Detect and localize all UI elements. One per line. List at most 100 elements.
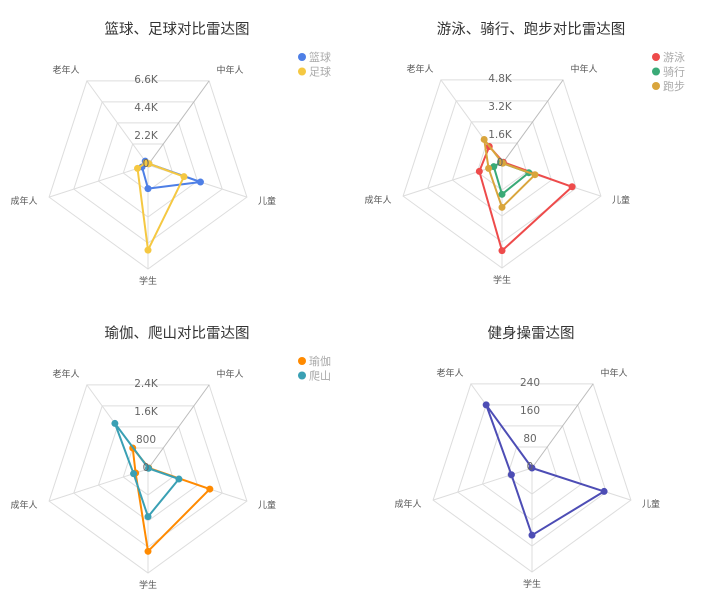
data-point[interactable] [144, 547, 152, 555]
tick-label: 160 [520, 405, 540, 417]
indicator-label: 儿童 [642, 498, 660, 510]
legend-marker [652, 67, 660, 76]
legend-item[interactable]: 跑步 [652, 79, 685, 93]
data-point[interactable] [499, 159, 507, 167]
data-point[interactable] [485, 164, 493, 172]
tick-label: 2.4K [134, 378, 159, 390]
indicator-label: 中年人 [216, 368, 243, 380]
data-point[interactable] [475, 167, 483, 175]
legend-item[interactable]: 爬山 [298, 370, 331, 383]
data-point[interactable] [142, 158, 150, 166]
legend-item[interactable]: 游泳 [652, 50, 685, 64]
series-line [113, 422, 180, 518]
tick-label: 0 [527, 461, 534, 473]
data-point[interactable] [180, 173, 188, 181]
indicator-label: 老年人 [436, 367, 463, 379]
tick-label: 4.4K [134, 102, 159, 114]
data-point[interactable] [134, 164, 142, 172]
grid-ring [48, 80, 248, 270]
tick-label: 1.6K [134, 406, 159, 418]
tick-labels: 02.2K4.4K6.6K [134, 74, 159, 170]
legend-label: 篮球 [309, 50, 331, 64]
grid-ring [476, 142, 528, 191]
tick-label: 0 [143, 462, 150, 474]
legend-marker [298, 371, 306, 380]
data-point[interactable] [528, 531, 536, 539]
data-point[interactable] [144, 185, 152, 193]
indicator-label: 学生 [493, 274, 511, 286]
indicator-label: 成年人 [394, 498, 421, 510]
legend-item[interactable]: 篮球 [298, 50, 331, 64]
data-point[interactable] [130, 470, 138, 478]
chart-title: 瑜伽、爬山对比雷达图 [105, 325, 250, 342]
axis-line [48, 164, 149, 198]
data-point[interactable] [482, 401, 490, 409]
grid-ring [73, 405, 223, 548]
data-point[interactable] [144, 513, 152, 521]
indicator-label: 老年人 [52, 64, 79, 76]
tick-label: 0 [497, 157, 504, 169]
legend-item[interactable]: 瑜伽 [298, 354, 331, 368]
tick-label: 3.2K [488, 101, 513, 113]
data-point[interactable] [206, 485, 214, 493]
legend-marker [298, 67, 306, 76]
series-series [482, 401, 608, 539]
indicator-label: 学生 [523, 578, 541, 590]
grid-ring [427, 100, 577, 243]
legend-label: 跑步 [663, 79, 685, 93]
legend-marker [652, 82, 660, 90]
chart-title: 健身操雷达图 [488, 325, 575, 342]
axis-line [86, 80, 149, 166]
data-point[interactable] [600, 487, 608, 495]
indicator-label: 学生 [139, 579, 157, 591]
radar-chart-2: 游泳、骑行、跑步对比雷达图中年人儿童学生成年人老年人游泳骑行跑步01.6K3.2… [364, 21, 685, 286]
indicator-label: 成年人 [364, 194, 391, 206]
indicator-label: 学生 [139, 275, 157, 287]
grid-ring [432, 383, 632, 573]
series-爬山 [111, 419, 183, 521]
legend-marker [298, 53, 306, 61]
tick-labels: 01.6K3.2K4.8K [488, 73, 513, 169]
data-point[interactable] [144, 246, 152, 254]
legend-label: 爬山 [309, 370, 331, 383]
axis-line [531, 383, 594, 469]
series-line [485, 403, 606, 537]
data-point[interactable] [111, 419, 119, 427]
indicator-label: 中年人 [570, 63, 597, 75]
data-point[interactable] [528, 464, 536, 472]
grid-ring [506, 446, 558, 495]
data-point[interactable] [480, 135, 488, 143]
data-point[interactable] [196, 178, 204, 186]
legend-label: 骑行 [663, 66, 685, 79]
data-point[interactable] [498, 190, 506, 198]
grid-ring [457, 404, 607, 547]
tick-label: 0 [143, 158, 150, 170]
legend-item[interactable]: 足球 [298, 65, 331, 79]
data-point[interactable] [531, 171, 539, 179]
data-point[interactable] [175, 475, 183, 483]
data-point[interactable] [498, 203, 506, 211]
legend-label: 游泳 [663, 50, 685, 64]
data-point[interactable] [145, 464, 153, 472]
indicator-label: 中年人 [600, 367, 627, 379]
indicator-label: 成年人 [10, 195, 37, 207]
legend-marker [652, 53, 660, 61]
grid-ring [97, 426, 199, 522]
legend-item[interactable]: 骑行 [652, 66, 685, 79]
indicator-label: 儿童 [258, 499, 276, 511]
tick-label: 80 [523, 433, 536, 445]
axis-line [147, 384, 210, 470]
data-point[interactable] [507, 471, 515, 479]
data-point[interactable] [498, 247, 506, 255]
grid-ring [402, 79, 602, 269]
axis-line [501, 79, 564, 165]
indicator-label: 儿童 [612, 194, 630, 206]
axis-line [432, 467, 533, 501]
chart-title: 游泳、骑行、跑步对比雷达图 [437, 21, 626, 38]
chart-title: 篮球、足球对比雷达图 [105, 20, 250, 38]
data-point[interactable] [568, 183, 576, 191]
